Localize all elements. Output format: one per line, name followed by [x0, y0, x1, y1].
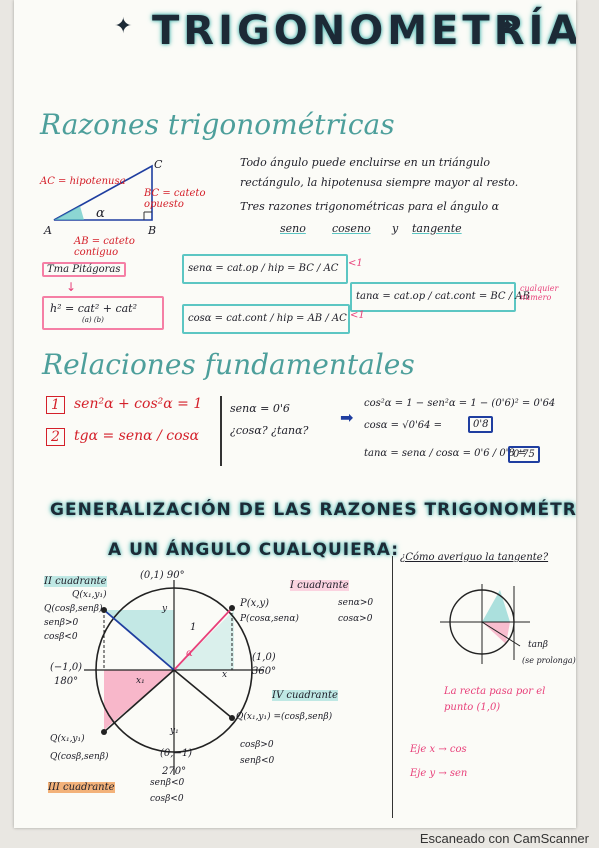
- left-degree: 180°: [54, 676, 79, 687]
- q3-point: Q(x₁,y₁): [50, 734, 85, 744]
- angle-alpha-label: α: [96, 206, 105, 221]
- tangent-circle-diagram: [440, 584, 530, 664]
- point-a-label: A: [44, 224, 52, 237]
- scanner-footer: Escaneado con CamScanner: [419, 831, 589, 846]
- sen-formula-box: senα = cat.op / hip = BC / AC: [182, 254, 348, 284]
- q2-cos: cosβ<0: [44, 632, 78, 642]
- tan-formula-box: tanα = cat.op / cat.cont = BC / AB: [350, 282, 530, 312]
- pitagoras-formula: h² = cat² + cat²: [50, 302, 138, 315]
- word-tangente: tangente: [412, 222, 462, 235]
- notebook-page: ✦ TRIGONOMETRÍA ✦ Razones trigonométrica…: [14, 0, 576, 828]
- item2-number: 2: [46, 428, 65, 446]
- y1-label: y₁: [170, 726, 179, 736]
- tangent-question: ¿Cómo averiguo la tangente?: [400, 552, 549, 563]
- recta-line2: punto (1,0): [444, 702, 501, 713]
- alpha-label: α: [186, 648, 193, 659]
- top-point: (0,1) 90°: [140, 570, 185, 581]
- tan-note: cualquier número: [520, 284, 559, 302]
- se-prolonga-label: (se prolonga): [522, 656, 576, 665]
- q3-cos: cosβ<0: [150, 794, 184, 804]
- bottom-point: (0,−1): [160, 748, 193, 759]
- desc-line1: Todo ángulo puede encluirse en un triáng…: [240, 156, 491, 169]
- label-ab: AB = cateto contiguo: [74, 236, 135, 258]
- q3-coords: Q(cosβ,senβ): [50, 752, 109, 762]
- bracket: [220, 396, 228, 466]
- item2-formula: tgα = senα / cosα: [74, 428, 200, 444]
- left-point: (−1,0): [50, 662, 83, 673]
- bottom-degree: 270°: [162, 766, 187, 777]
- right-triangle-diagram: [53, 164, 153, 221]
- x-label: x: [222, 670, 228, 680]
- right-point: (1,0): [252, 652, 276, 663]
- cos-note: <1: [350, 310, 365, 321]
- point-b-label: B: [148, 224, 157, 237]
- pitagoras-sub: (a) (b): [82, 316, 104, 324]
- radius-label: 1: [190, 622, 197, 633]
- step2: cosα = √0'64 =: [364, 420, 443, 431]
- step2-answer: 0'8: [468, 416, 494, 433]
- desc-line2: rectángulo, la hipotenusa siempre mayor …: [240, 176, 519, 189]
- section3-heading1: GENERALIZACIÓN DE LAS RAZONES TRIGONOMÉT…: [50, 500, 576, 520]
- title-sparkle-left-icon: ✦: [114, 14, 133, 39]
- p-coords: P(cosα,senα): [240, 614, 299, 624]
- given-sen: senα = 0'6: [230, 402, 290, 415]
- q4-point: Q(x₁,y₁) =(cosβ,senβ): [236, 712, 333, 722]
- point-c-label: C: [154, 158, 163, 171]
- q2-coords: Q(cosβ,senβ): [44, 604, 103, 614]
- arrow-right-icon: ➡: [340, 408, 354, 427]
- page-title: TRIGONOMETRÍA: [152, 8, 576, 54]
- p-point: P(x,y): [240, 598, 269, 609]
- q3-sen: senβ<0: [150, 778, 185, 788]
- q4-sen: senβ<0: [240, 756, 275, 766]
- word-coseno: coseno: [332, 222, 371, 235]
- word-seno: seno: [280, 222, 306, 235]
- label-ac: AC = hipotenusa: [40, 176, 126, 187]
- section2-heading: Relaciones fundamentales: [42, 348, 415, 381]
- section3-heading2: A UN ÁNGULO CUALQUIERA:: [108, 540, 400, 560]
- desc-line3: Tres razones trigonométricas para el áng…: [240, 200, 500, 213]
- q2-sen: senβ>0: [44, 618, 79, 628]
- sen-note: <1: [348, 258, 363, 269]
- panel-divider: [392, 556, 394, 818]
- given-question: ¿cosα? ¿tanα?: [230, 424, 309, 437]
- right-degree: 360°: [252, 666, 277, 677]
- x1-label: x₁: [136, 676, 145, 686]
- eje-y-label: Eje y → sen: [410, 768, 468, 779]
- q1-sen: senα>0: [338, 598, 374, 608]
- q4-cos: cosβ>0: [240, 740, 274, 750]
- pitagoras-label: Tma Pitágoras: [42, 262, 126, 277]
- title-sparkle-right-icon: ✦: [498, 14, 517, 39]
- step3-answer: 0'75: [508, 446, 540, 463]
- tan-beta-label: tanβ: [528, 640, 548, 650]
- label-bc: BC = cateto opuesto: [144, 188, 206, 210]
- q1-label: I cuadrante: [290, 580, 349, 591]
- q2-label: II cuadrante: [44, 576, 107, 587]
- cos-formula-box: cosα = cat.cont / hip = AB / AC: [182, 304, 350, 334]
- recta-line1: La recta pasa por el: [444, 686, 546, 697]
- eje-x-label: Eje x → cos: [410, 744, 467, 755]
- section1-heading: Razones trigonométricas: [40, 108, 395, 141]
- q4-label: IV cuadrante: [272, 690, 338, 701]
- q1-cos: cosα>0: [338, 614, 373, 624]
- unit-circle-diagram: [84, 580, 264, 775]
- step1: cos²α = 1 − sen²α = 1 − (0'6)² = 0'64: [364, 398, 556, 409]
- item1-formula: sen²α + cos²α = 1: [74, 396, 203, 412]
- q2-point: Q(x₁,y₁): [72, 590, 107, 600]
- word-y: y: [392, 222, 399, 235]
- y-label: y: [162, 604, 168, 614]
- step3: tanα = senα / cosα = 0'6 / 0'8 =: [364, 448, 527, 459]
- q3-label: III cuadrante: [48, 782, 115, 793]
- pitagoras-box: h² = cat² + cat² (a) (b): [42, 296, 164, 330]
- item1-number: 1: [46, 396, 65, 414]
- pitagoras-arrow-icon: ↓: [66, 280, 77, 294]
